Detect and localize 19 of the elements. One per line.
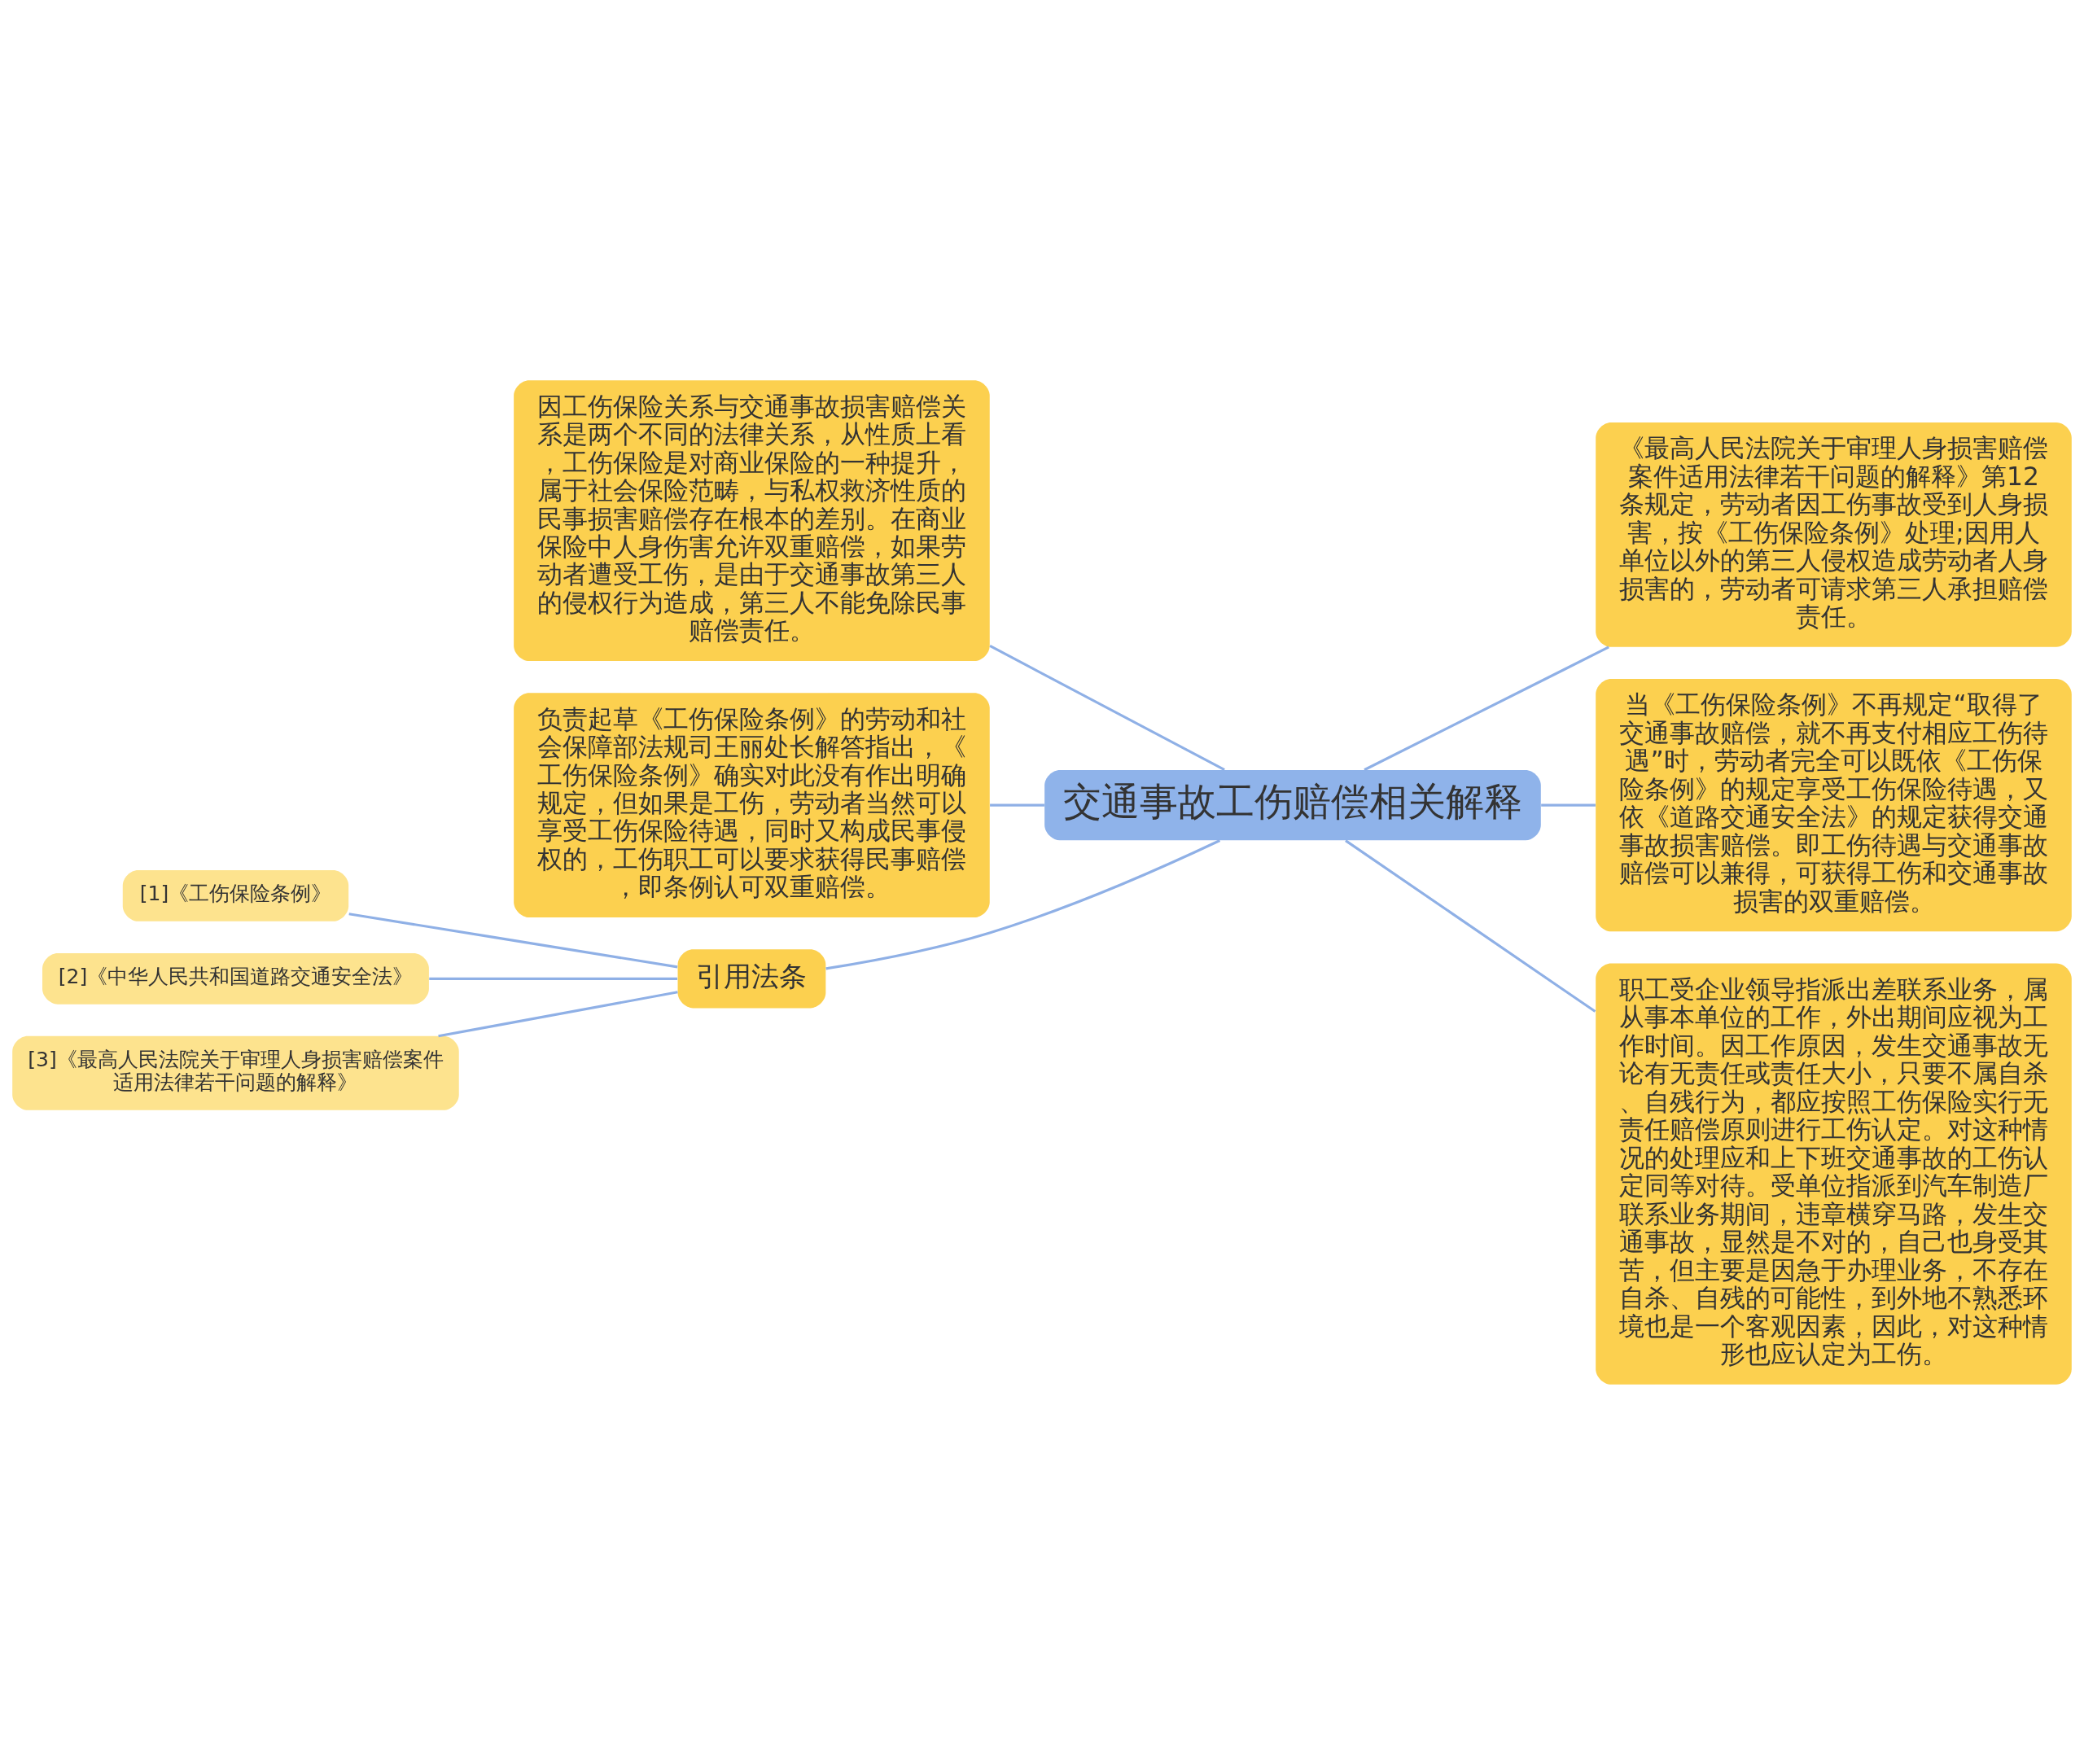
connector: [438, 990, 678, 1037]
node-box: 交通事故工伤赔偿相关解释: [1044, 769, 1541, 840]
node-box: 引用法条: [677, 948, 826, 1008]
node-box: [1]《工伤保险条例》: [122, 869, 349, 921]
connector: [989, 644, 1225, 771]
connector: [1345, 838, 1596, 1013]
node-box: [3]《最高人民法院关于审理人身损害赔偿案件适用法律若干问题的解释》: [12, 1035, 459, 1110]
connector: [1541, 803, 1596, 807]
connector: [1364, 646, 1609, 771]
node-box: 负责起草《工伤保险条例》的劳动和社会保障部法规司王丽处长解答指出，《工伤保险条例》确实对此没有作出明确规定，但如果是工伤，劳动者当然可以享受工伤保险待遇，同时又构成民事侵权的，工伤职工可以要求获得民事赔偿，即条例认可双重赔偿。: [514, 692, 990, 917]
connector: [990, 803, 1044, 807]
node-box: 《最高人民法院关于审理人身损害赔偿案件适用法律若干问题的解释》第12条规定，劳动者因工伤事故受到人身损害，按《工伤保险条例》处理;因用人单位以外的第三人侵权造成劳动者人身损害的，劳动者可请求第三人承担赔偿责任。: [1596, 422, 2072, 647]
node-box: 当《工伤保险条例》不再规定“取得了交通事故赔偿，就不再支付相应工伤待遇”时，劳动者完全可以既依《工伤保险条例》的规定享受工伤保险待遇，又依《道路交通安全法》的规定获得交通事故损害赔偿。即工伤待遇与交通事故赔偿可以兼得，可获得工伤和交通事故损害的双重赔偿。: [1596, 678, 2072, 931]
node-box: 职工受企业领导指派出差联系业务，属从事本单位的工作，外出期间应视为工作时间。因工作原因，发生交通事故无论有无责任或责任大小，只要不属自杀、自残行为，都应按照工伤保险实行无责任赔偿原则进行工伤认定。对这种情况的处理应和上下班交通事故的工伤认定同等对待。受单位指派到汽车制造厂联系业务期间，违章横穿马路，发生交通事故，显然是不对的，自己也身受其苦，但主要是因急于办理业务，不存在自杀、自残的可能性，到外地不熟悉环境也是一个客观因素，因此，对这种情形也应认定为工伤。: [1596, 963, 2072, 1385]
connector: [429, 977, 678, 980]
node-box: [2]《中华人民共和国道路交通安全法》: [42, 952, 429, 1005]
connector: [825, 838, 1221, 970]
connector: [348, 912, 678, 968]
node-box: 因工伤保险关系与交通事故损害赔偿关系是两个不同的法律关系，从性质上看，工伤保险是对商业保险的一种提升，属于社会保险范畴，与私权救济性质的民事损害赔偿存在根本的差别。在商业保险中人身伤害允许双重赔偿，如果劳动者遭受工伤，是由于交通事故第三人的侵权行为造成，第三人不能免除民事赔偿责任。: [514, 379, 990, 661]
